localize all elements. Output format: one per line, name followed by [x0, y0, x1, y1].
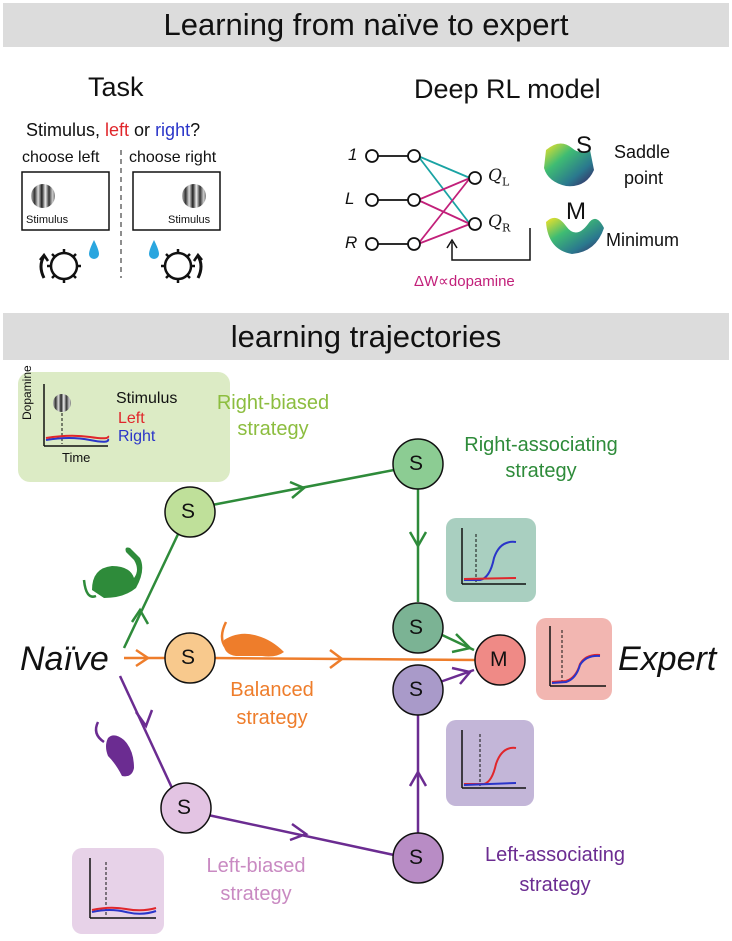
saddle-label-2: point	[624, 168, 664, 188]
right-assoc-label-2: strategy	[505, 460, 577, 482]
task-question-suffix: ?	[190, 120, 201, 140]
node-right-biased-letter: S	[181, 500, 196, 523]
q-left-sub: L	[501, 175, 510, 189]
task-title: Task	[88, 72, 144, 102]
choose-right-label: choose right	[129, 149, 217, 166]
left-assoc-label: Left-associating strategy	[460, 840, 650, 900]
minimum-surface-icon	[546, 217, 604, 254]
input-R-label: R	[345, 233, 358, 252]
mouse-orange-icon	[220, 621, 284, 657]
task-question-or: or	[129, 120, 156, 140]
rl-network	[365, 149, 531, 261]
inset-ylabel: Dopamine	[20, 365, 34, 420]
trajectory-arrowheads	[130, 480, 473, 842]
minimum-label: Minimum	[606, 230, 680, 250]
mouse-purple-icon	[94, 721, 134, 777]
node-minimum	[474, 634, 526, 686]
node-mid-upper	[392, 602, 444, 654]
node-left-biased-letter: S	[177, 796, 192, 819]
saddle-letter: S	[576, 132, 593, 159]
input-1-label: 1	[348, 145, 358, 164]
input-L-label: L	[345, 189, 355, 208]
node-left-biased	[160, 782, 212, 834]
right-biased-label: Right-biased strategy	[208, 390, 338, 442]
legend-right: Right	[118, 428, 156, 445]
right-biased-label-1: Right-biased	[216, 392, 330, 414]
task-question-prefix: Stimulus,	[26, 120, 106, 140]
trajectories-banner: learning trajectories	[3, 313, 729, 360]
expert-label: Expert	[618, 640, 717, 678]
wheel-right-icon	[161, 249, 203, 283]
model-title: Deep RL model	[414, 74, 601, 104]
node-mid-lower	[392, 664, 444, 716]
right-assoc-inset	[446, 518, 536, 602]
trajectories-banner-text: learning trajectories	[230, 319, 502, 354]
task-question-right: right	[155, 120, 191, 140]
balanced-label: Balanced strategy	[212, 676, 332, 732]
node-mid-lower-letter: S	[409, 678, 424, 701]
stimulus-grating-icon	[31, 184, 55, 208]
left-biased-label-2: strategy	[220, 883, 292, 905]
inset-xlabel: Time	[62, 450, 91, 465]
title-banner-text: Learning from naïve to expert	[163, 7, 569, 42]
left-assoc-inset	[446, 720, 534, 806]
saddle-surface-icon	[544, 143, 594, 187]
mouse-green-icon	[82, 547, 143, 598]
stimulus-grating-icon	[182, 184, 206, 208]
legend-left: Left	[118, 410, 145, 427]
task-question: Stimulus, left or right?	[26, 120, 200, 141]
minimum-letter: M	[566, 198, 586, 225]
water-drop-icon	[89, 240, 99, 259]
q-right-symbol: Q	[488, 212, 502, 232]
q-right-label: QR	[488, 212, 510, 234]
balanced-label-1: Balanced	[230, 679, 314, 701]
task-question-left: left	[105, 120, 130, 140]
q-left-label: QL	[488, 166, 509, 188]
wheel-left-icon	[39, 249, 81, 283]
q-left-symbol: Q	[488, 166, 502, 186]
balanced-label-2: strategy	[236, 707, 308, 729]
nodes	[160, 438, 526, 884]
node-left-assoc	[392, 832, 444, 884]
expert-inset	[536, 618, 612, 700]
node-right-assoc-letter: S	[409, 452, 424, 475]
node-right-biased	[164, 486, 216, 538]
water-drop-icon	[149, 240, 159, 259]
q-right-sub: R	[501, 221, 511, 235]
node-right-assoc	[392, 438, 444, 490]
legend-stimulus: Stimulus	[116, 390, 178, 407]
right-assoc-label: Right-associating strategy	[456, 432, 626, 484]
right-biased-label-2: strategy	[237, 418, 309, 440]
right-assoc-label-1: Right-associating	[464, 434, 618, 456]
right-screen	[132, 171, 221, 231]
left-biased-label-1: Left-biased	[206, 855, 306, 877]
node-mid-upper-letter: S	[409, 616, 424, 639]
legend-inset	[18, 372, 230, 482]
left-biased-inset	[72, 848, 164, 934]
left-assoc-label-2: strategy	[519, 874, 591, 896]
left-biased-label: Left-biased strategy	[186, 852, 326, 908]
stimulus-label-left: Stimulus	[26, 214, 69, 226]
choose-left-label: choose left	[22, 149, 100, 166]
node-left-assoc-letter: S	[409, 846, 424, 869]
node-minimum-letter: M	[490, 648, 508, 671]
naive-label: Naïve	[20, 640, 109, 678]
dopamine-rule: ΔW∝dopamine	[414, 273, 515, 290]
saddle-label-1: Saddle	[614, 142, 671, 162]
node-balanced-letter: S	[181, 646, 196, 669]
left-screen	[21, 171, 110, 231]
node-balanced	[164, 632, 216, 684]
title-banner: Learning from naïve to expert	[3, 3, 729, 47]
stimulus-label-right: Stimulus	[168, 214, 211, 226]
left-assoc-label-1: Left-associating	[484, 844, 626, 866]
